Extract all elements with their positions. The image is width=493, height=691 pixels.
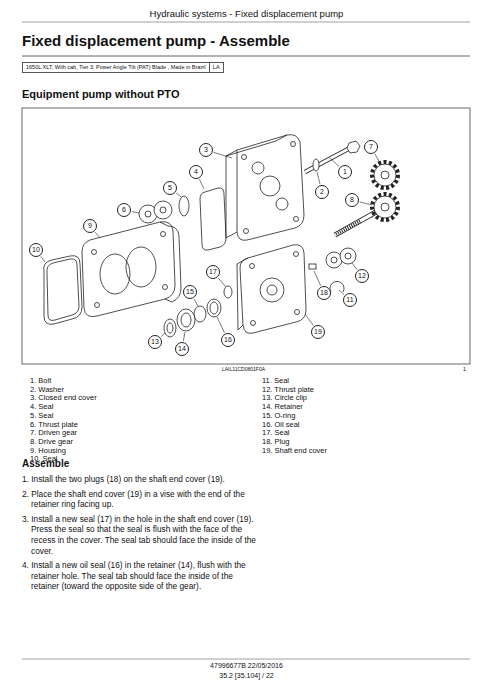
leader-line (161, 333, 165, 337)
callout-text: 2 (320, 188, 324, 195)
leader-line (214, 152, 232, 158)
callout-number: 8 (345, 193, 359, 207)
callout-text: 16 (224, 336, 232, 343)
callout-number: 4 (189, 165, 203, 179)
parts-column: 11. Seal12. Thrust plate13. Circle clip1… (262, 377, 327, 455)
leader-line (199, 179, 204, 189)
running-header: Hydraulic systems - Fixed displacement p… (0, 8, 493, 19)
instruction-step: 2. Place the shaft end cover (19) in a v… (22, 489, 258, 510)
callout-text: 15 (186, 288, 194, 295)
parts-list-item: 3. Closed end cover (30, 394, 97, 403)
callout-number: 6 (117, 203, 131, 217)
callout-text: 10 (32, 246, 40, 253)
region-text: LA (213, 64, 220, 70)
leader-line (317, 172, 320, 184)
callout-text: 5 (168, 184, 172, 191)
leader-line (183, 332, 185, 341)
callout-number: 2 (315, 185, 329, 199)
footer-text: 35.2 [35.104] / 22 (0, 672, 493, 679)
callout-number: 10 (29, 243, 43, 257)
callout-number: 12 (355, 269, 369, 283)
parts-list-item: 6. Thrust plate (30, 421, 97, 430)
callout-number: 1 (338, 165, 352, 179)
instruction-step: 4. Install a new oil seal (16) in the re… (22, 560, 258, 592)
callout-number: 3 (199, 143, 213, 157)
callout-text: 19 (314, 328, 322, 335)
callout-text: 17 (209, 268, 217, 275)
leader-line (314, 271, 321, 286)
parts-list-item: 16. Oil seal (262, 421, 327, 430)
callout-number: 13 (148, 335, 162, 349)
leader-line (360, 202, 372, 205)
callout-text: 3 (204, 146, 208, 153)
parts-list-item: 12. Thrust plate (262, 386, 327, 395)
parts-list-item: 18. Plug (262, 438, 327, 447)
leader-line (305, 314, 313, 326)
figure-number: 1 (463, 366, 466, 372)
callout-text: 1 (343, 168, 347, 175)
footer-text: 47996677B 22/05/2016 (0, 662, 493, 669)
callout-text: 18 (320, 289, 328, 296)
leader-line (330, 158, 339, 167)
callout-text: 9 (88, 222, 92, 229)
callout-text: 7 (369, 143, 373, 150)
parts-list-item: 4. Seal (30, 403, 97, 412)
leader-line (176, 193, 181, 197)
parts-list-item: 14. Retainer (262, 403, 327, 412)
callout-number: 18 (317, 286, 331, 300)
parts-list-item: 9. Housing (30, 447, 97, 456)
callout-number: 9 (83, 219, 97, 233)
callout-text: 12 (358, 272, 366, 279)
parts-list-item: 17. Seal (262, 429, 327, 438)
figure-id: LAIL11CD0801F0A (222, 366, 265, 372)
callout-text: 6 (122, 206, 126, 213)
leader-line (375, 154, 380, 163)
leader-line (132, 212, 139, 213)
parts-list-item: 11. Seal (262, 377, 327, 386)
callout-number: 16 (221, 333, 235, 347)
parts-column: 1. Bolt2. Washer3. Closed end cover4. Se… (30, 377, 97, 464)
callout-number: 19 (311, 325, 325, 339)
callout-number: 5 (163, 181, 177, 195)
leader-line (41, 256, 45, 262)
applicability-text: 1650L XLT, With cab, Tier 3, Power Angle… (26, 64, 206, 70)
callout-text: 8 (350, 196, 354, 203)
parts-list-item: 10. Seal (30, 455, 97, 464)
section-heading: Equipment pump without PTO (22, 88, 179, 100)
parts-list-item: 2. Washer (30, 386, 97, 395)
callout-number: 17 (206, 265, 220, 279)
callout-text: 11 (346, 296, 353, 303)
callout-text: 4 (194, 168, 198, 175)
callout-number: 7 (364, 140, 378, 154)
leader-line (339, 290, 344, 295)
callout-number: 11 (343, 293, 357, 307)
parts-list-item: 7. Driven gear (30, 429, 97, 438)
callout-text: 14 (178, 345, 186, 352)
callout-text: 13 (151, 338, 159, 345)
leader-line (95, 232, 100, 238)
leader-line (218, 278, 226, 287)
region-box: LA (209, 62, 224, 73)
parts-list-item: 19. Shaft end cover (262, 447, 327, 456)
instruction-step: 1. Install the two plugs (18) on the sha… (22, 474, 258, 485)
page-title: Fixed displacement pump - Assemble (22, 32, 290, 49)
applicability-box: 1650L XLT, With cab, Tier 3, Power Angle… (22, 62, 210, 73)
callout-number: 15 (183, 285, 197, 299)
parts-list-item: 1. Bolt (30, 377, 97, 386)
leader-line (217, 317, 225, 333)
parts-list-item: 15. O-ring (262, 412, 327, 421)
parts-list-item: 5. Seal (30, 412, 97, 421)
parts-list-item: 13. Circle clip (262, 394, 327, 403)
step-list: 1. Install the two plugs (18) on the sha… (22, 474, 258, 596)
callout-number: 14 (175, 342, 189, 356)
instruction-step: 3. Install a new seal (17) in the hole i… (22, 514, 258, 556)
leader-line (352, 263, 357, 270)
parts-list-item: 8. Drive gear (30, 438, 97, 447)
leader-line (194, 299, 198, 306)
